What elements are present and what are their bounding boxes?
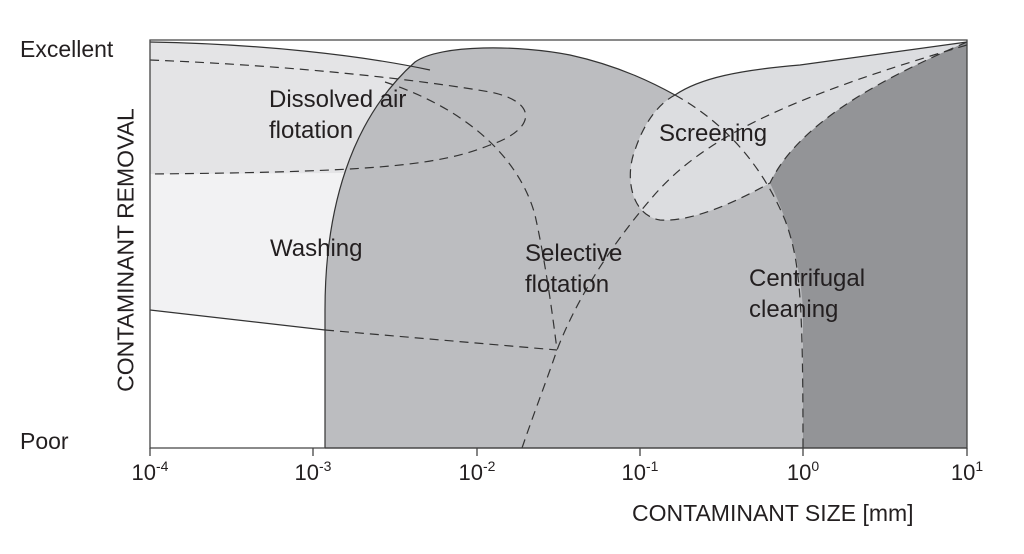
x-tick-label: 10-2 bbox=[458, 458, 496, 485]
y-axis-title: CONTAMINANT REMOVAL bbox=[112, 108, 139, 392]
centrifugal-dashed-boundary bbox=[674, 94, 804, 449]
selective-top-boundary bbox=[324, 47, 676, 448]
daf-dashed-boundary bbox=[149, 59, 527, 175]
washing-label: Washing bbox=[270, 235, 363, 262]
centrifugal-region bbox=[770, 42, 967, 448]
screening-label: Screening bbox=[659, 120, 768, 147]
washing-top-boundary bbox=[149, 41, 431, 71]
x-tick-label: 101 bbox=[950, 458, 984, 485]
x-tick-label: 10-4 bbox=[131, 458, 169, 485]
y-top-label: Excellent bbox=[20, 36, 114, 62]
x-axis-title: CONTAMINANT SIZE [mm] bbox=[632, 500, 914, 526]
x-tick-label: 10-3 bbox=[294, 458, 332, 485]
screening-top-boundary bbox=[674, 41, 968, 96]
selective-dashed-curve bbox=[384, 81, 558, 351]
x-tick-label: 10-1 bbox=[621, 458, 659, 485]
screening-dashed-boundary bbox=[629, 41, 968, 221]
x-tick-label: 100 bbox=[786, 458, 820, 485]
washing-dashed-continuation bbox=[324, 329, 558, 351]
screening-region bbox=[630, 42, 967, 221]
washing-bottom-boundary bbox=[149, 309, 326, 331]
y-bottom-label: Poor bbox=[20, 428, 69, 454]
x-ticks bbox=[149, 448, 968, 456]
